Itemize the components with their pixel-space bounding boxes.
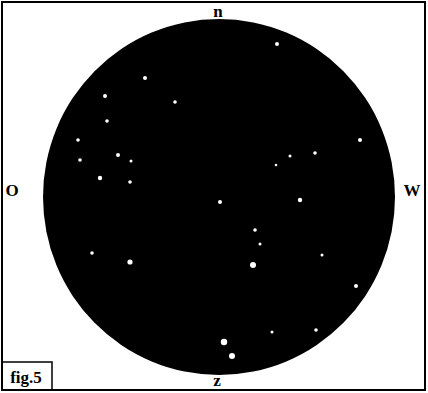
figure-number: fig.5 [10, 369, 42, 386]
figure-box [2, 362, 52, 390]
stars [76, 42, 362, 359]
sky-disc [43, 19, 395, 375]
east-label: O [5, 182, 18, 199]
north-label: n [213, 3, 222, 20]
frame [2, 2, 425, 390]
south-label: z [213, 372, 221, 389]
west-label: W [404, 182, 421, 199]
